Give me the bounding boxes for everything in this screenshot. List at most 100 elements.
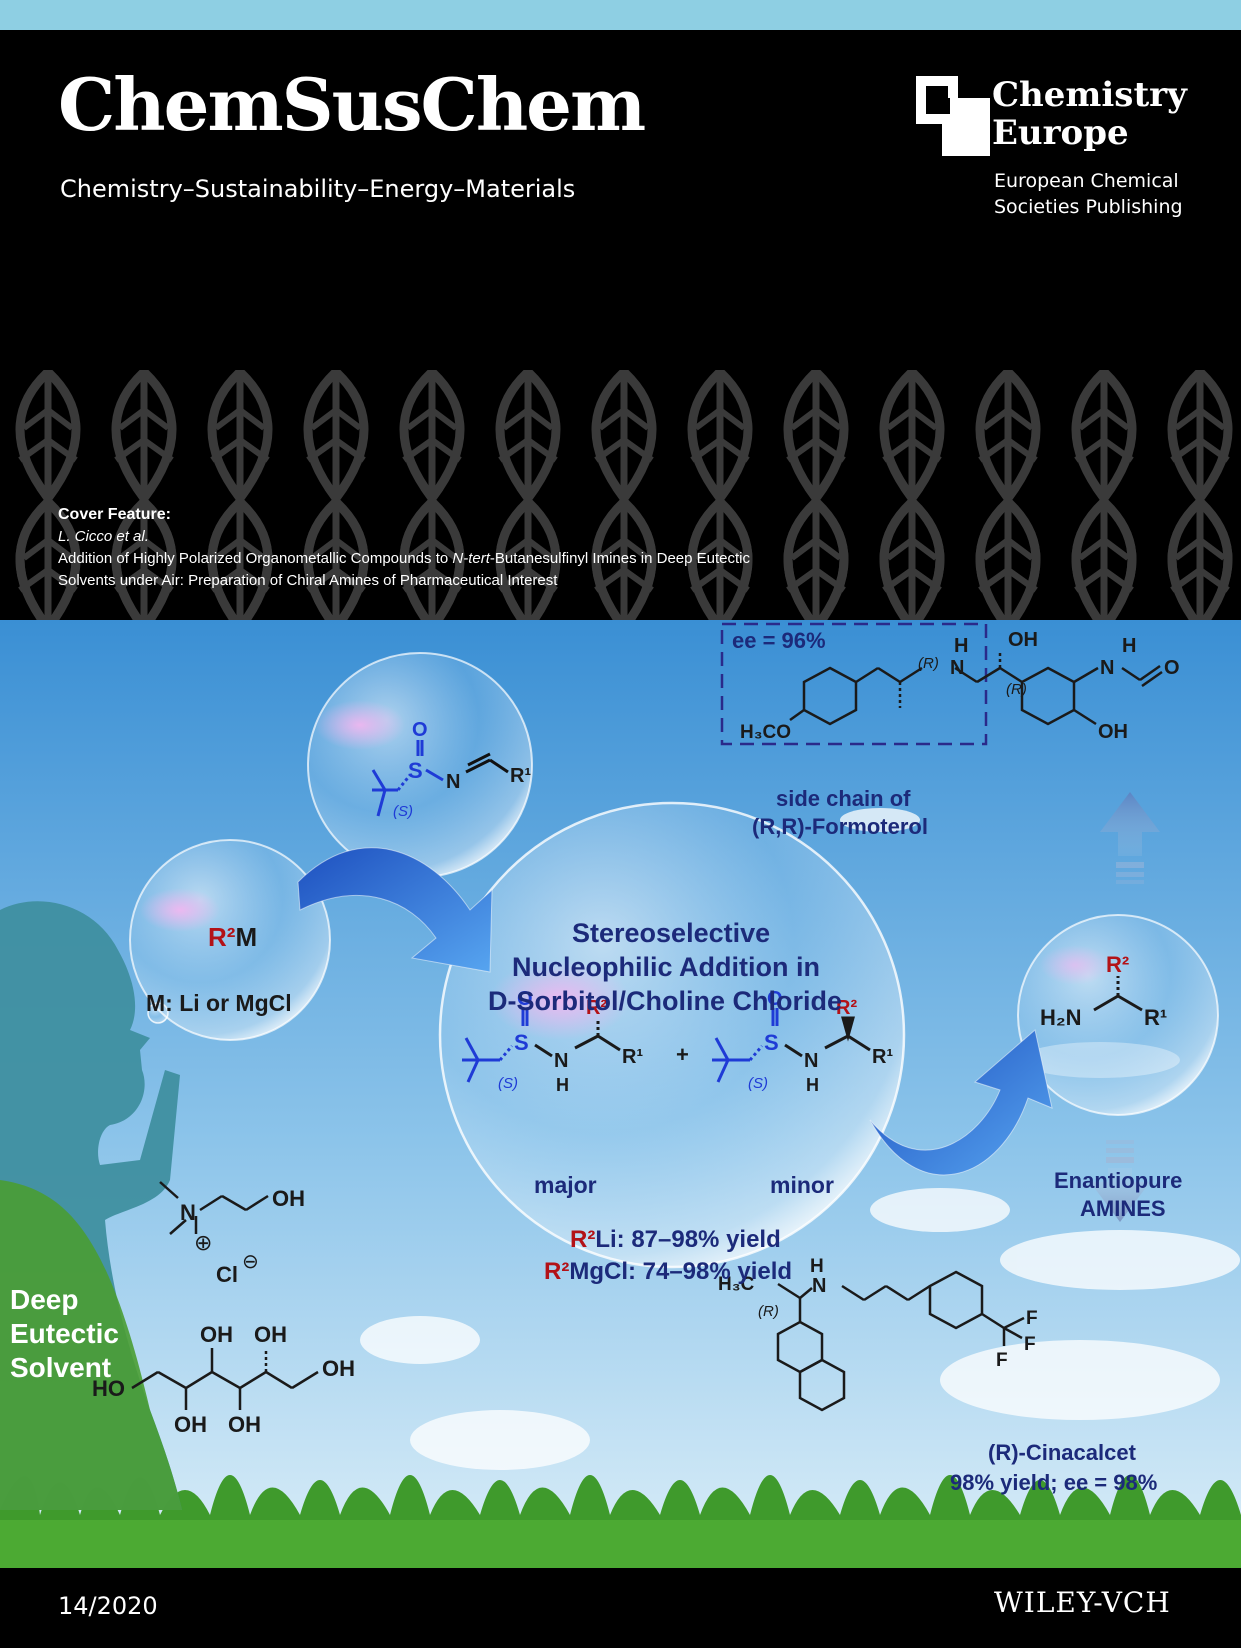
publisher-desc-line1: European Chemical bbox=[994, 170, 1179, 192]
formoterol-nh-h: H bbox=[954, 635, 968, 657]
arrow-up-icon bbox=[1100, 792, 1160, 884]
feature-title-line1: Addition of Highly Polarized Organometal… bbox=[58, 548, 750, 570]
formoterol-line2: (R,R)-Formoterol bbox=[752, 814, 928, 839]
choline-oh: OH bbox=[272, 1186, 305, 1211]
major-label: major bbox=[534, 1172, 597, 1198]
minor-s: S bbox=[764, 1030, 779, 1055]
cina-h3c: H₃C bbox=[718, 1274, 755, 1295]
imine-structure bbox=[371, 740, 509, 817]
amine-r1: R¹ bbox=[1144, 1005, 1167, 1030]
imine-n: N bbox=[446, 771, 460, 793]
minor-o: O bbox=[767, 988, 783, 1010]
sorbitol-oh1: OH bbox=[200, 1322, 233, 1347]
reagent-label: R²M bbox=[208, 922, 257, 953]
imine-o: O bbox=[412, 719, 428, 741]
issue-number: 14/2020 bbox=[58, 1592, 158, 1620]
ee-top: ee = 96% bbox=[732, 628, 826, 653]
formoterol-r2: (R) bbox=[1006, 681, 1027, 698]
des-line3: Solvent bbox=[10, 1352, 112, 1383]
des-line1: Deep bbox=[10, 1284, 79, 1315]
feature-authors: L. Cicco et al. bbox=[58, 528, 149, 545]
formoterol-h3co: H₃CO bbox=[740, 722, 791, 743]
cina-r: (R) bbox=[758, 1303, 779, 1320]
reagent-m: M bbox=[235, 922, 258, 952]
des-line2: Eutectic bbox=[10, 1318, 119, 1349]
yield-mg-text: MgCl: 74–98% yield bbox=[569, 1258, 793, 1285]
yield-li-text: Li: 87–98% yield bbox=[595, 1226, 781, 1253]
sorbitol-oh5: OH bbox=[228, 1412, 261, 1437]
bubble-amine bbox=[1017, 914, 1219, 1116]
metal-label: M: Li or MgCl bbox=[146, 990, 292, 1016]
amine-h2n: H₂N bbox=[1040, 1005, 1082, 1030]
sorbitol-structure bbox=[131, 1348, 319, 1410]
publisher-name-line2: Europe bbox=[992, 113, 1129, 153]
choline-plus: ⊕ bbox=[194, 1231, 212, 1256]
major-o: O bbox=[517, 988, 533, 1010]
major-r2: R² bbox=[586, 997, 607, 1019]
major-n: N bbox=[554, 1050, 568, 1072]
ee-dashed-box bbox=[720, 622, 988, 746]
minor-s-config: (S) bbox=[748, 1075, 768, 1092]
minor-structure bbox=[712, 1008, 871, 1083]
center-title-line3: D-Sorbitol/Choline Chloride bbox=[488, 986, 842, 1016]
chemistry-europe-logo-icon bbox=[916, 76, 990, 156]
publisher-name-line1: Chemistry bbox=[992, 75, 1187, 115]
minor-r2: R² bbox=[836, 997, 857, 1019]
formoterol-line1: side chain of bbox=[776, 786, 911, 811]
leaf-pattern-band bbox=[0, 370, 1241, 620]
amines-line2: AMINES bbox=[1080, 1196, 1166, 1221]
amine-structure bbox=[1093, 976, 1143, 1012]
arrow-center-to-amines-icon bbox=[869, 1029, 1053, 1176]
yield-li: R²Li: 87–98% yield bbox=[570, 1226, 781, 1254]
major-r1: R¹ bbox=[622, 1046, 643, 1068]
imine-s-config: (S) bbox=[393, 803, 413, 820]
formoterol-r1: (R) bbox=[918, 655, 939, 672]
journal-title: ChemSusChem bbox=[58, 62, 646, 147]
imine-s: S bbox=[408, 758, 423, 783]
cover-artwork: O S (S) N R¹ O S (S) N H R bbox=[0, 620, 1241, 1568]
cina-f2: F bbox=[1024, 1334, 1036, 1355]
chloride-minus: ⊖ bbox=[242, 1249, 259, 1273]
formoterol-nh2-h: H bbox=[1122, 635, 1136, 657]
cina-n: N bbox=[812, 1275, 826, 1297]
cina-h: H bbox=[810, 1256, 824, 1277]
publisher-logo: WILEY-VCH bbox=[994, 1586, 1171, 1619]
bubble-imine bbox=[307, 652, 533, 878]
arrow-down-icon bbox=[1090, 1140, 1150, 1222]
feature-title-em: N-tert bbox=[452, 550, 490, 567]
center-title-line2: Nucleophilic Addition in bbox=[512, 952, 820, 982]
formoterol-structure bbox=[789, 650, 1163, 726]
formoterol-o: O bbox=[1164, 657, 1180, 679]
journal-subtitle: Chemistry–Sustainability–Energy–Material… bbox=[60, 175, 576, 203]
feature-label: Cover Feature: bbox=[58, 506, 171, 523]
yield-mg-r2: R² bbox=[544, 1258, 570, 1285]
yield-mg: R²MgCl: 74–98% yield bbox=[544, 1258, 792, 1286]
feature-title-line2: Solvents under Air: Preparation of Chira… bbox=[58, 572, 558, 589]
cina-f3: F bbox=[996, 1350, 1008, 1371]
formoterol-nh2-n: N bbox=[1100, 657, 1114, 679]
formoterol-nh-n: N bbox=[950, 657, 964, 679]
grass bbox=[0, 1475, 1241, 1568]
amine-r2: R² bbox=[1106, 952, 1129, 977]
top-color-bar bbox=[0, 0, 1241, 30]
publisher-desc-line2: Societies Publishing bbox=[994, 196, 1183, 218]
girl-dress bbox=[0, 1180, 182, 1510]
yield-li-r2: R² bbox=[570, 1226, 596, 1253]
sorbitol-oh2: OH bbox=[254, 1322, 287, 1347]
plus-sign: + bbox=[676, 1042, 689, 1067]
center-title-line1: Stereoselective bbox=[572, 918, 771, 948]
choline-structure bbox=[159, 1181, 269, 1235]
major-s: S bbox=[514, 1030, 529, 1055]
major-structure bbox=[462, 1008, 621, 1083]
amines-line1: Enantiopure bbox=[1054, 1168, 1183, 1193]
major-h: H bbox=[556, 1075, 569, 1095]
choline-n: N bbox=[180, 1200, 196, 1225]
minor-n: N bbox=[804, 1050, 818, 1072]
imine-r1: R¹ bbox=[510, 765, 531, 787]
sorbitol-oh3: OH bbox=[322, 1356, 355, 1381]
minor-label: minor bbox=[770, 1172, 834, 1198]
formoterol-oh-top: OH bbox=[1008, 629, 1038, 651]
feature-title-post: -Butanesulfinyl Imines in Deep Eutectic bbox=[489, 550, 751, 567]
sorbitol-ho: HO bbox=[92, 1376, 125, 1401]
